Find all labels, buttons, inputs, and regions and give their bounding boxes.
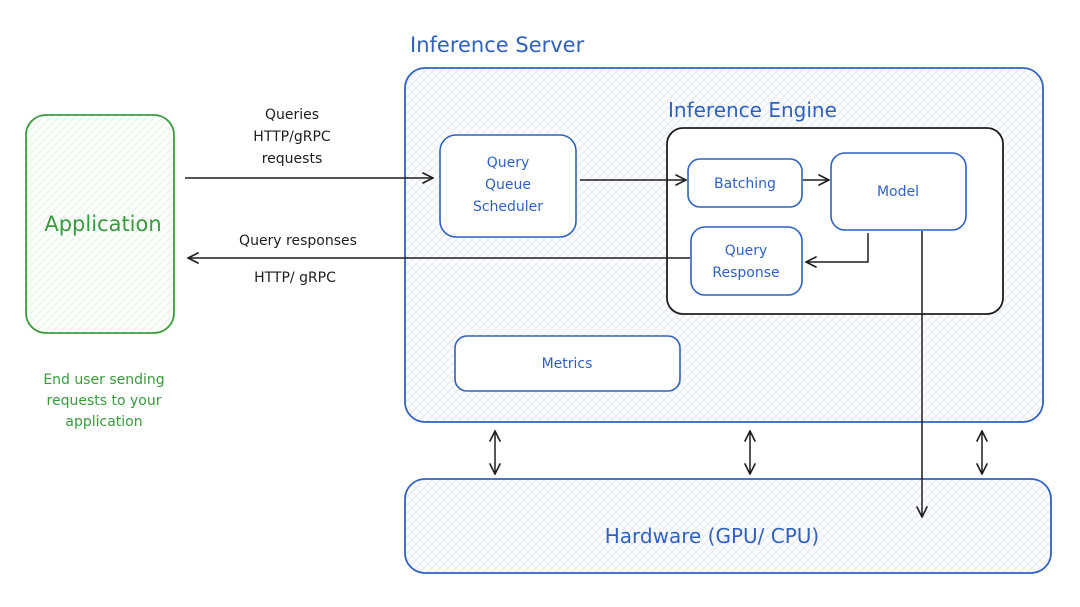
request-label-line: Queries xyxy=(265,107,319,123)
request-label-line: requests xyxy=(262,151,323,167)
hardware-node: Hardware (GPU/ CPU) xyxy=(404,478,1052,574)
batching-node: Batching xyxy=(687,158,803,208)
query-response-node: Query Response xyxy=(690,226,803,296)
request-edge: Queries HTTP/gRPC requests xyxy=(185,107,433,178)
response-label-top: Query responses xyxy=(239,233,357,249)
application-label: Application xyxy=(44,212,161,236)
metrics-label: Metrics xyxy=(542,356,593,372)
queue-line: Scheduler xyxy=(473,199,543,215)
request-label-line: HTTP/gRPC xyxy=(253,129,331,145)
caption-line: requests to your xyxy=(47,393,162,409)
caption-line: End user sending xyxy=(43,372,164,388)
batching-label: Batching xyxy=(714,176,776,192)
metrics-node: Metrics xyxy=(454,335,681,392)
model-node: Model xyxy=(830,152,967,231)
response-line: Query xyxy=(725,243,768,259)
response-line: Response xyxy=(712,265,779,281)
application-caption: End user sending requests to your applic… xyxy=(43,372,164,430)
response-edge: Query responses HTTP/ gRPC xyxy=(188,233,690,286)
engine-title: Inference Engine xyxy=(668,98,837,122)
queue-line: Queue xyxy=(485,177,531,193)
server-title: Inference Server xyxy=(410,33,585,57)
model-label: Model xyxy=(877,184,919,200)
caption-line: application xyxy=(65,414,142,430)
queue-line: Query xyxy=(487,155,530,171)
model-to-response-edge xyxy=(806,233,869,262)
application-node: Application xyxy=(25,114,175,334)
query-queue-scheduler-node: Query Queue Scheduler xyxy=(439,134,577,238)
hardware-label: Hardware (GPU/ CPU) xyxy=(605,524,819,548)
response-label-bottom: HTTP/ gRPC xyxy=(254,270,336,286)
